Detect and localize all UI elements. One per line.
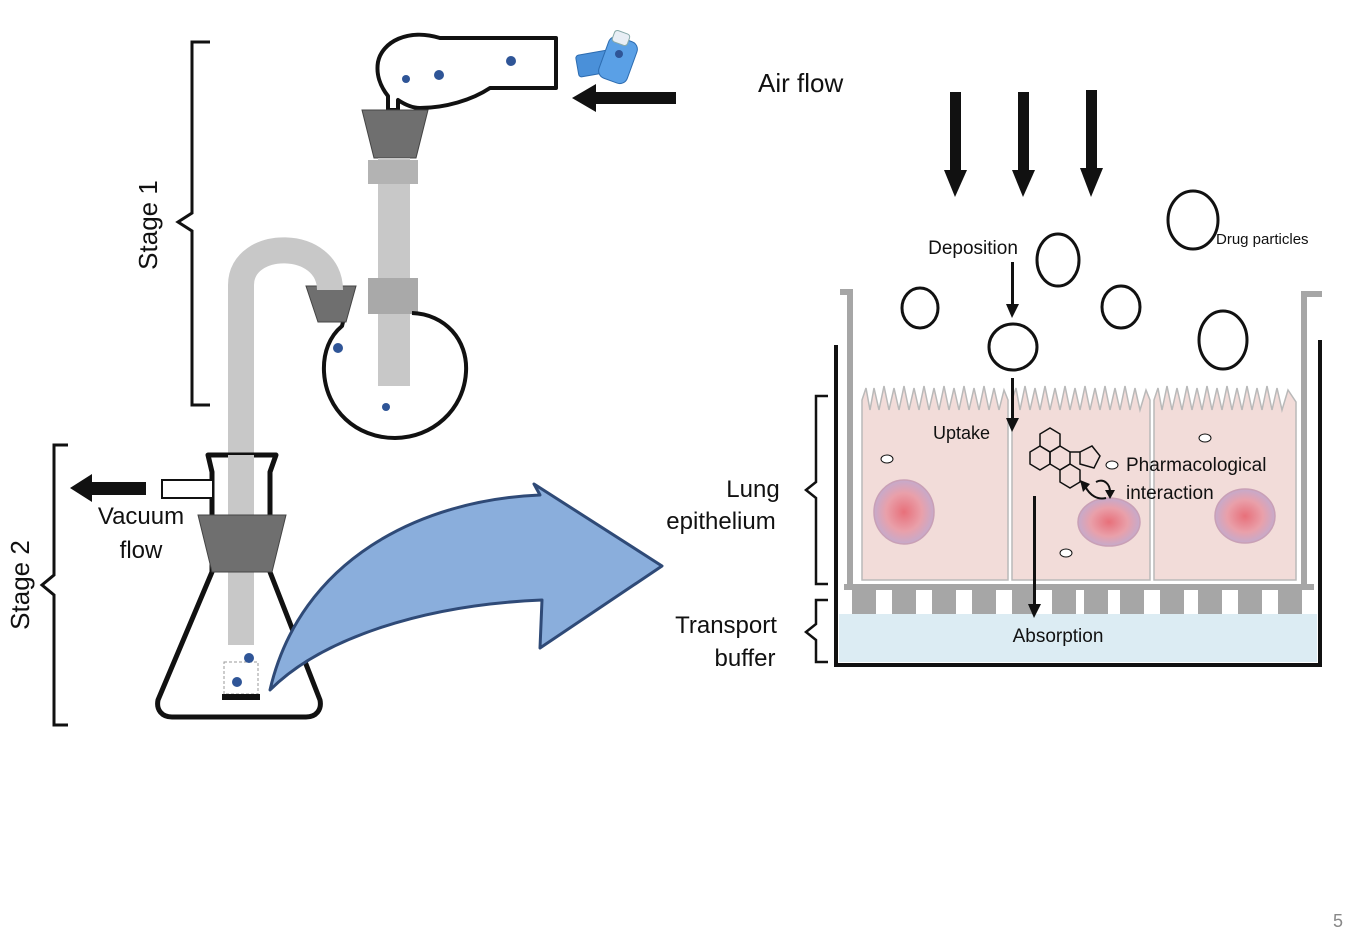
- nucleus: [1077, 497, 1141, 547]
- transport-buffer: [839, 614, 1317, 662]
- drug-particles: [900, 189, 1249, 372]
- drug-particle: [987, 322, 1039, 372]
- insert-wall-right: [1301, 291, 1322, 584]
- transport-buffer-label-line1: Transport: [675, 612, 777, 639]
- upper-stopper: [361, 109, 429, 159]
- absorption-arrow-icon: [1028, 496, 1041, 618]
- uptake-arrow-icon: [1006, 378, 1019, 432]
- cell-insert-mini: [223, 661, 259, 695]
- stage2-label: Stage 2: [5, 540, 35, 630]
- upper-flask: [375, 32, 558, 112]
- flask-stopper: [197, 514, 287, 573]
- membrane-post: [1084, 588, 1108, 614]
- vesicle: [1105, 460, 1119, 470]
- membrane-post: [852, 588, 876, 614]
- deposition-label: Deposition: [928, 238, 1018, 259]
- membrane-post: [1160, 588, 1184, 614]
- tube-collar-lower: [368, 278, 418, 314]
- dot: [434, 70, 444, 80]
- pharmacological-label-line2: interaction: [1126, 483, 1214, 504]
- cell: [861, 385, 1009, 581]
- side-stopper: [305, 285, 357, 323]
- membrane-post: [1198, 588, 1222, 614]
- lung-epithelium-label-line1: Lung: [726, 476, 779, 503]
- membrane-post: [972, 588, 996, 614]
- membrane-post: [1238, 588, 1262, 614]
- inhaler-icon: [575, 29, 638, 85]
- transition-arrow-icon: [268, 482, 664, 692]
- transport-buffer-label-line2: buffer: [715, 645, 776, 672]
- absorption-label: Absorption: [1013, 626, 1104, 647]
- tube-collar-upper: [368, 160, 418, 184]
- airflow-arrow-icon: [572, 84, 676, 112]
- deposition-arrow-icon: [1006, 262, 1019, 318]
- dot: [244, 653, 254, 663]
- membrane-post: [932, 588, 956, 614]
- drug-particle: [1166, 189, 1220, 251]
- dot: [402, 75, 410, 83]
- membrane-post: [1052, 588, 1076, 614]
- dot: [382, 403, 390, 411]
- lung-epithelium-label-line2: epithelium: [666, 508, 775, 535]
- vacuum-label-line1: Vacuum: [98, 503, 184, 530]
- connecting-tube: [228, 237, 343, 455]
- uptake-label: Uptake: [933, 423, 990, 443]
- drug-particle: [900, 286, 940, 330]
- airflow-down-arrows-icon: [944, 90, 1103, 197]
- stage2-bracket: [39, 443, 68, 727]
- vesicle: [1059, 548, 1073, 558]
- stage1-label: Stage 1: [133, 180, 163, 270]
- nucleus: [1214, 488, 1276, 544]
- pharmacological-label-line1: Pharmacological: [1126, 455, 1266, 476]
- lung-epithelium-bracket: [803, 394, 828, 586]
- membrane-post: [892, 588, 916, 614]
- molecule-icon: [1029, 427, 1101, 489]
- interaction-arrows-icon: [1080, 479, 1115, 500]
- vacuum-arrow-icon: [70, 474, 146, 502]
- particle-dots: [232, 56, 516, 687]
- drug-particles-label: Drug particles: [1216, 231, 1309, 248]
- membrane-post: [1278, 588, 1302, 614]
- cell-insert-base: [222, 694, 260, 700]
- impinger-apparatus: Stage 1 Stage 2 Vacuum flow: [5, 29, 676, 727]
- transport-buffer-bracket: [803, 598, 828, 664]
- stage1-bracket: [175, 40, 210, 407]
- page-number: 5: [1333, 911, 1343, 931]
- lower-flask: [321, 311, 469, 440]
- drug-particle: [1100, 284, 1142, 330]
- side-arm: [161, 479, 212, 499]
- porous-membrane: [844, 584, 1314, 614]
- nucleus: [873, 479, 935, 545]
- outer-well: [834, 340, 1322, 667]
- drug-particle: [1035, 232, 1081, 288]
- dot: [506, 56, 516, 66]
- membrane-post: [1120, 588, 1144, 614]
- vesicle: [1198, 433, 1212, 443]
- dot: [333, 343, 343, 353]
- insert-wall-left: [840, 289, 853, 584]
- cell-insert-diagram: Air flow: [666, 68, 1322, 672]
- vacuum-label-line2: flow: [120, 537, 163, 564]
- vesicle: [880, 454, 894, 464]
- airflow-label: Air flow: [758, 68, 843, 98]
- vertical-tube: [378, 158, 410, 386]
- drug-particle: [1197, 309, 1249, 371]
- dot: [232, 677, 242, 687]
